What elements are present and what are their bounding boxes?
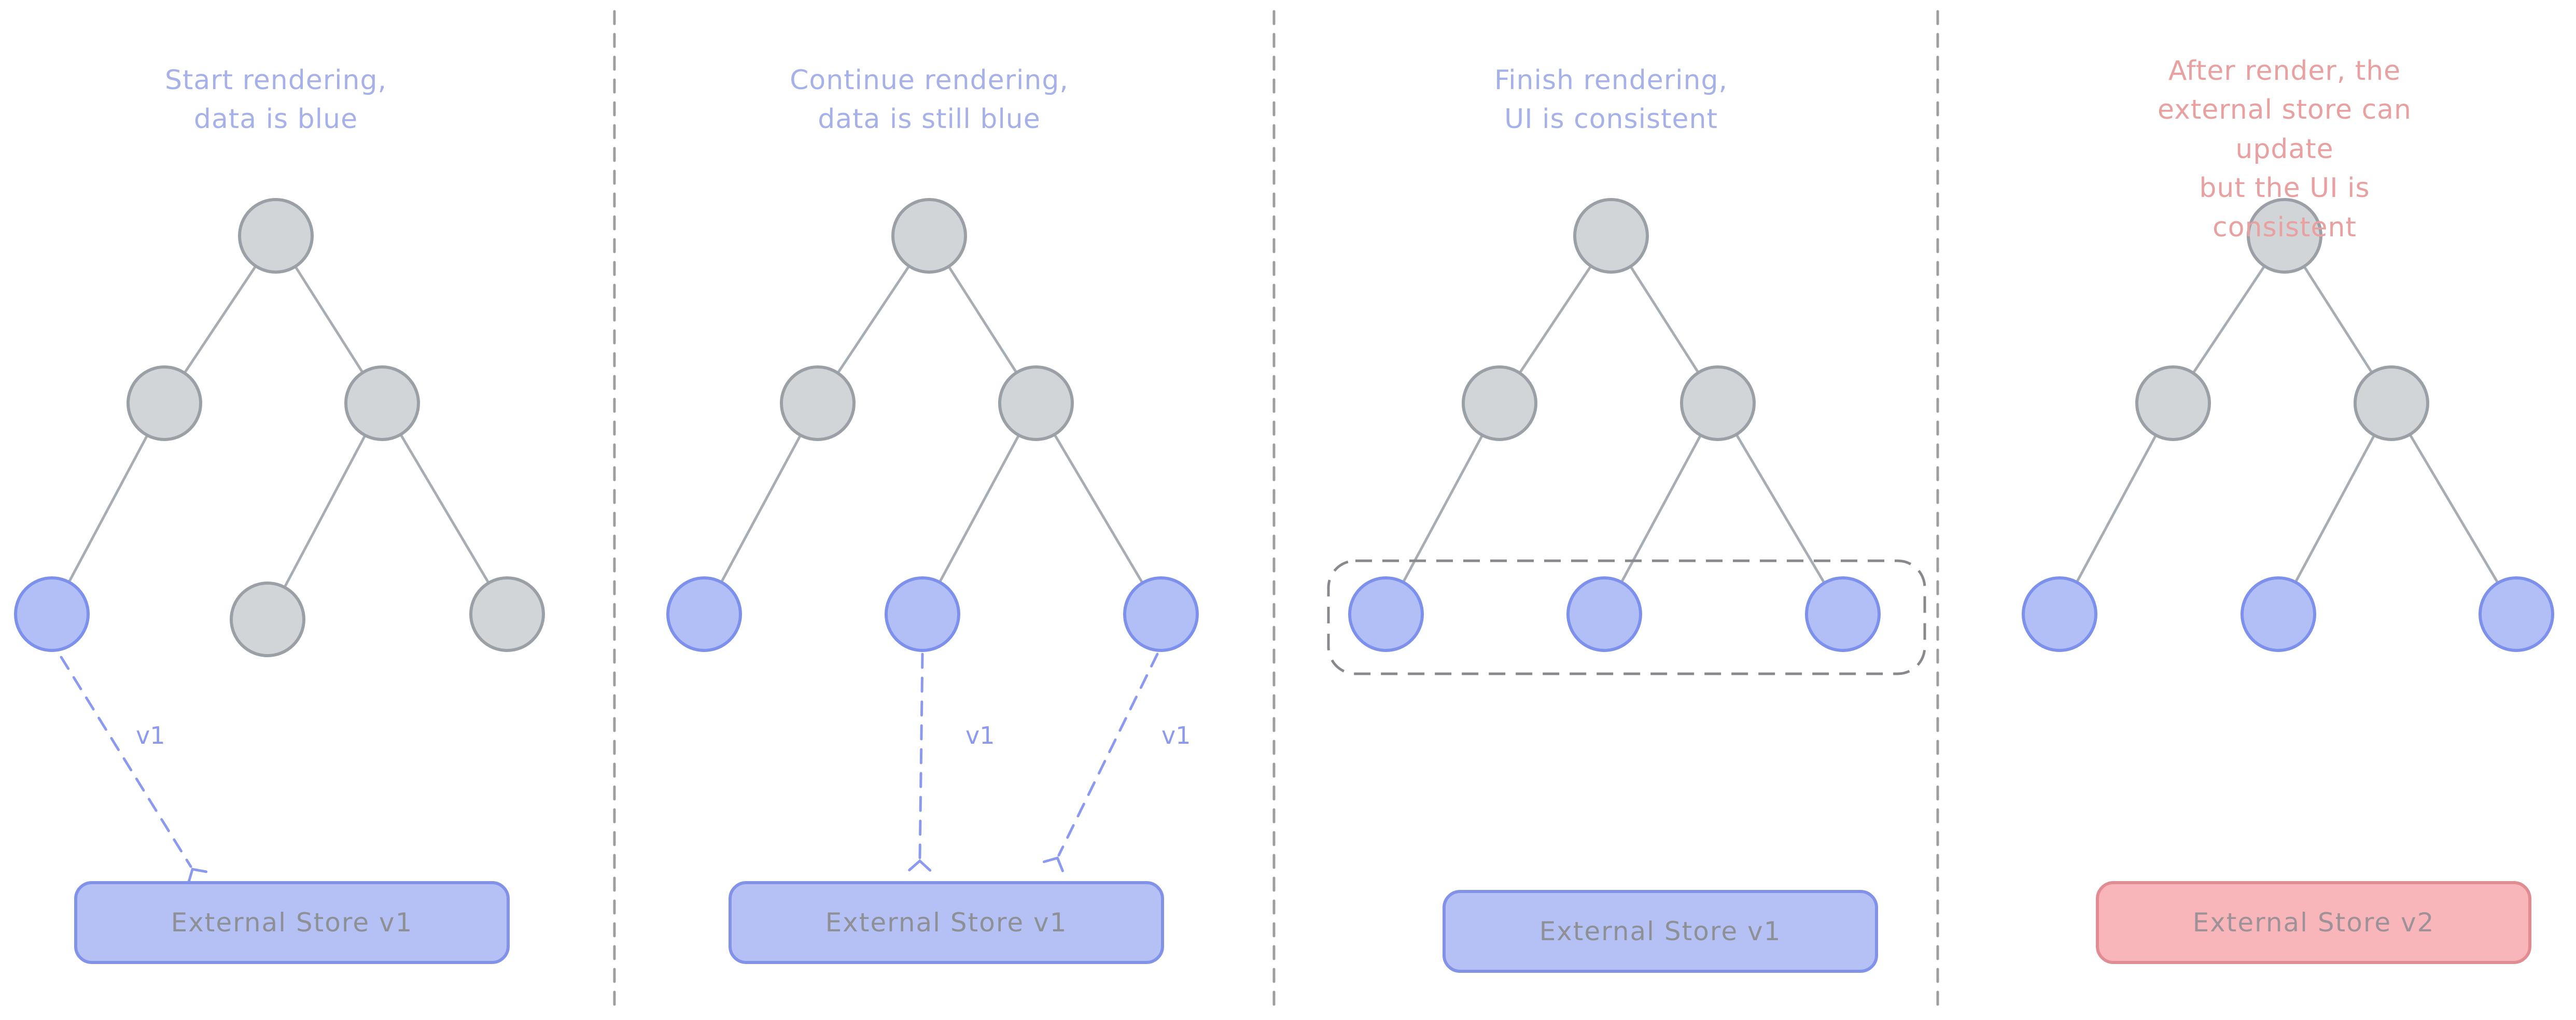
tree-node-gray (469, 576, 545, 652)
external-store-box-v1-panel2: External Store v1 (729, 881, 1164, 964)
external-store-label: External Store v1 (171, 908, 413, 938)
panel-title-continue-rendering: Continue rendering, data is still blue (790, 65, 1069, 135)
tree-node-blue (14, 576, 90, 652)
arrow-version-label: v1 (1161, 721, 1191, 749)
consistent-leaves-container (1327, 559, 1926, 675)
tree-node-gray (1680, 365, 1756, 441)
tree-edge (1034, 402, 1163, 615)
tree-edge (50, 402, 166, 615)
tree-edge (921, 402, 1038, 615)
tree-edge (2277, 402, 2393, 615)
store-subscription-arrow (1042, 653, 1159, 872)
store-subscription-arrow (60, 656, 208, 884)
tree-node-blue (2479, 576, 2554, 652)
tree-node-gray (780, 365, 856, 441)
external-store-box-v1-panel3: External Store v1 (1443, 890, 1878, 973)
tree-node-gray (2354, 365, 2429, 441)
tree-edge (1384, 402, 1501, 615)
tree-node-blue (1805, 576, 1881, 652)
tree-edge (1603, 402, 1719, 615)
tree-node-gray (1573, 198, 1649, 274)
tree-node-gray (2135, 365, 2211, 441)
tree-node-blue (1566, 576, 1642, 652)
external-store-label: External Store v1 (825, 908, 1068, 938)
panel-title-finish-rendering: Finish rendering, UI is consistent (1494, 65, 1728, 135)
external-store-box-v1-panel1: External Store v1 (74, 881, 510, 964)
tree-edge (266, 402, 384, 620)
tree-edge (2390, 402, 2518, 615)
tree-node-blue (1348, 576, 1424, 652)
arrow-version-label: v1 (965, 721, 995, 749)
tree-node-gray (127, 365, 202, 441)
tree-edge (381, 402, 509, 615)
tree-node-gray (998, 365, 1074, 441)
external-store-label: External Store v2 (2192, 908, 2435, 938)
arrow-version-label: v1 (136, 721, 165, 749)
tree-node-blue (1123, 576, 1199, 652)
tree-node-blue (2241, 576, 2316, 652)
tree-node-blue (2022, 576, 2097, 652)
tree-node-blue (885, 576, 960, 652)
tree-node-gray (230, 582, 305, 657)
tree-edge (2058, 402, 2175, 615)
store-subscription-arrow (908, 653, 932, 872)
tree-node-gray (891, 198, 967, 274)
external-store-box-v2-panel4: External Store v2 (2096, 881, 2531, 964)
tree-node-gray (2247, 198, 2322, 274)
panel-title-after-render: After render, the external store can upd… (2158, 55, 2412, 243)
tree-edge (703, 402, 819, 615)
tree-node-gray (344, 365, 420, 441)
tree-edge (1716, 402, 1844, 615)
external-store-label: External Store v1 (1539, 916, 1782, 946)
tree-node-blue (666, 576, 742, 652)
tree-node-gray (238, 198, 314, 274)
tree-node-gray (1462, 365, 1537, 441)
panel-title-start-rendering: Start rendering, data is blue (164, 65, 387, 135)
